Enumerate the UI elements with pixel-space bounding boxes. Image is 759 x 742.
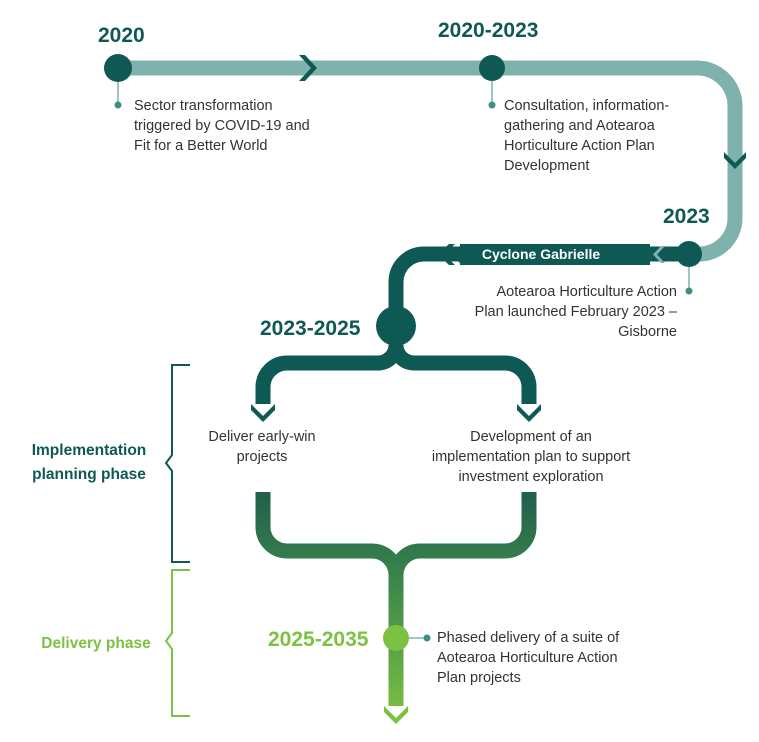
chevron-down-icon — [517, 404, 541, 422]
branch-left-label: Deliver early-win projects — [208, 429, 315, 465]
text-line: implementation plan to support — [432, 449, 630, 465]
desc-2025-2035: Phased delivery of a suite of Aotearoa Ho… — [437, 630, 620, 686]
delivery-phase-bracket — [164, 569, 190, 717]
delivery-phase-label: Delivery phase — [41, 635, 151, 652]
desc-2020: Sector transformation triggered by COVID-… — [134, 98, 310, 154]
text-line: Delivery phase — [41, 635, 151, 652]
text-line: Horticulture Action Plan — [504, 138, 655, 154]
text-line: Phased delivery of a suite of — [437, 630, 620, 646]
node-2023 — [676, 241, 702, 267]
year-2023-2025: 2023-2025 — [260, 317, 361, 340]
banner-chevron-icon — [451, 244, 468, 265]
text-line: Plan projects — [437, 670, 521, 686]
year-2020-2023: 2020-2023 — [438, 19, 538, 42]
text-line: Development of an — [470, 429, 592, 445]
merge-path-left — [255, 492, 404, 576]
banner-chevron-right-icon — [653, 246, 665, 263]
connector-dot — [488, 101, 496, 109]
text-line: Aotearoa Horticulture Action — [496, 284, 677, 300]
node-2025-2035 — [383, 625, 409, 651]
text-line: triggered by COVID-19 and — [134, 118, 310, 134]
node-2020-2023 — [479, 55, 505, 81]
connector-dot — [685, 287, 693, 295]
text-line: Implementation — [32, 442, 147, 459]
branch-path-right — [388, 344, 537, 404]
text-line: Development — [504, 158, 589, 174]
text-line: Deliver early-win — [208, 429, 315, 445]
year-2025-2035: 2025-2035 — [268, 628, 369, 651]
banner-chevron-icon — [438, 244, 455, 265]
text-line: investment exploration — [458, 469, 603, 485]
timeline-path-upper — [118, 60, 743, 262]
branch-path-left — [255, 344, 404, 404]
connector-dot — [423, 634, 431, 642]
direction-chevron-down-icon — [724, 152, 746, 169]
text-line: Gisborne — [618, 324, 677, 340]
cyclone-banner-label: Cyclone Gabrielle — [482, 246, 600, 262]
node-2023-2025 — [376, 306, 416, 346]
text-line: Aotearoa Horticulture Action — [437, 650, 618, 666]
direction-chevron-icon — [299, 55, 317, 81]
text-line: planning phase — [32, 466, 146, 483]
year-2020: 2020 — [98, 24, 145, 47]
desc-2020-2023: Consultation, information-gathering and … — [504, 98, 669, 174]
merge-path-right — [388, 492, 537, 576]
timeline-path-middle — [388, 246, 686, 330]
branch-right-label: Development of an implementation plan to … — [432, 429, 630, 485]
text-line: projects — [237, 449, 288, 465]
node-2020 — [104, 54, 132, 82]
delivery-chevron-down-icon — [384, 706, 408, 724]
text-line: Plan launched February 2023 – — [475, 304, 678, 320]
text-line: Consultation, information- — [504, 98, 669, 114]
implementation-phase-label: Implementation planning phase — [32, 442, 147, 483]
text-line: gathering and Aotearoa — [504, 118, 656, 134]
chevron-down-icon — [251, 404, 275, 422]
cyclone-banner — [460, 244, 650, 265]
text-line: Fit for a Better World — [134, 138, 268, 154]
text-line: Sector transformation — [134, 98, 273, 114]
implementation-phase-bracket — [164, 364, 190, 563]
year-2023: 2023 — [663, 205, 710, 228]
connector-dot — [114, 101, 122, 109]
